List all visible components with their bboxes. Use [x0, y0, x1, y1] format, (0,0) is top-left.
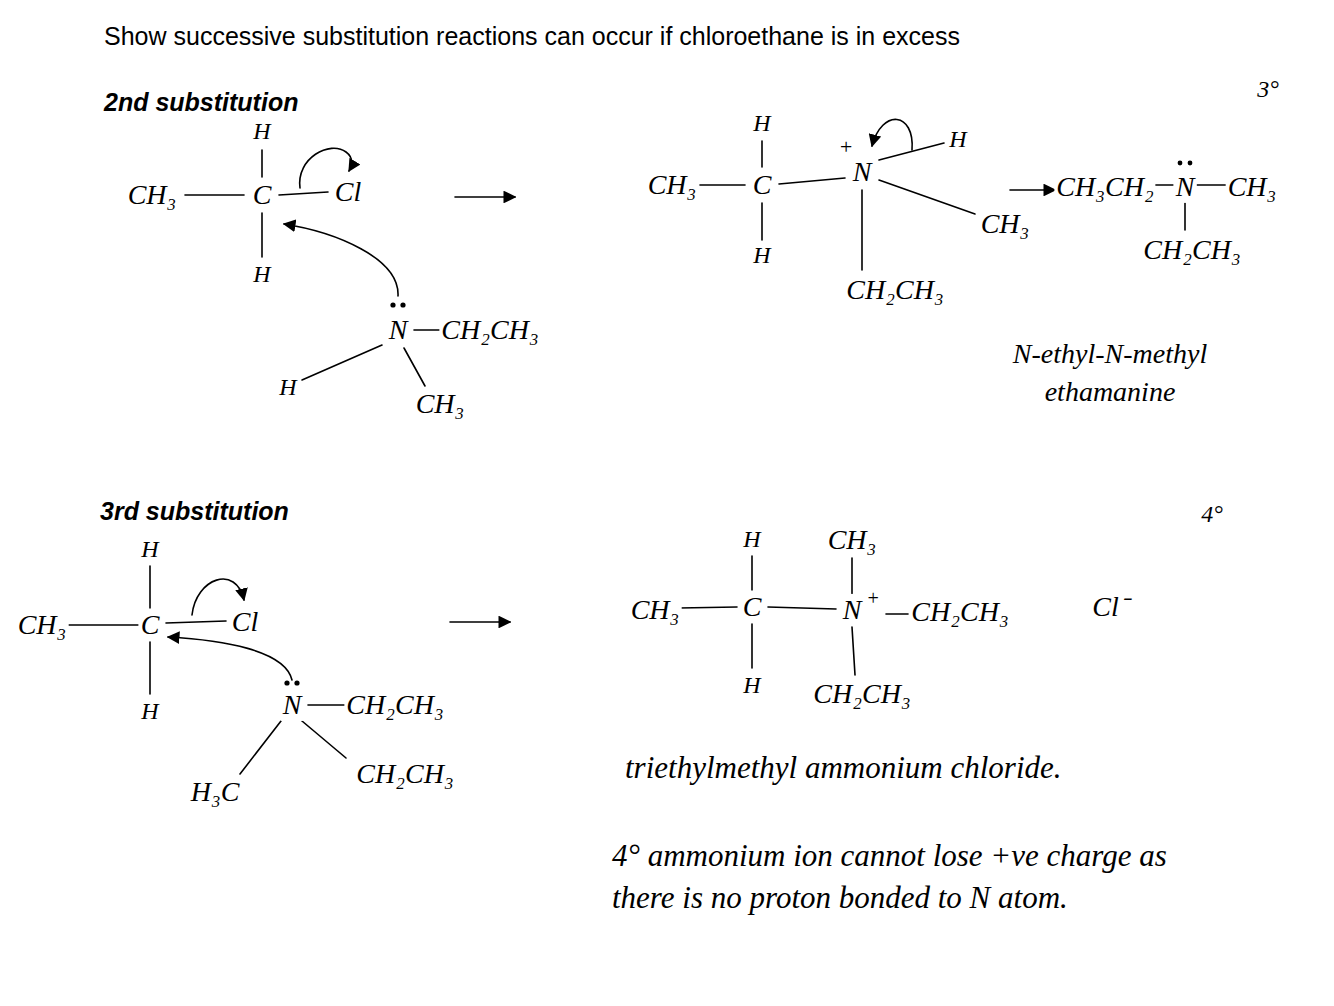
- bond: [261, 150, 263, 177]
- atom-label: H: [139, 536, 160, 564]
- atom-label: N: [851, 156, 874, 188]
- reaction-arrow: [450, 621, 510, 623]
- atom-label: C: [139, 609, 162, 641]
- bond: [852, 627, 855, 675]
- bond: [700, 184, 745, 186]
- bond: [761, 141, 763, 167]
- degree-label: 3°: [1255, 76, 1281, 104]
- lone-pair-dot: [1188, 161, 1193, 166]
- atom-label: H: [251, 118, 272, 146]
- bond: [1153, 184, 1173, 186]
- atom-label: H₃C: [189, 776, 242, 808]
- section-heading: 3rd substitution: [100, 497, 289, 526]
- atom-label: CH₃: [646, 169, 699, 201]
- bond: [1184, 201, 1186, 230]
- bond: [404, 348, 425, 386]
- atom-label: CH₂CH₃: [439, 314, 540, 346]
- lone-pair-dot: [400, 302, 405, 307]
- atom-label: CH₃: [126, 179, 179, 211]
- bond: [751, 556, 753, 590]
- bond: [302, 721, 346, 758]
- bond: [861, 190, 863, 270]
- bond: [166, 621, 226, 623]
- atom-label: N: [1174, 171, 1197, 203]
- atom-label: CH₃: [629, 594, 682, 626]
- lone-pair-dot: [294, 680, 299, 685]
- atom-label: N: [281, 689, 304, 721]
- atom-label: Cl: [333, 176, 363, 208]
- atom-label: CH₂CH₃: [354, 758, 455, 790]
- bond: [679, 607, 737, 608]
- atom-label: CH₂CH₃: [344, 689, 445, 721]
- bond: [1197, 184, 1226, 186]
- atom-label: Cl: [230, 606, 260, 638]
- bond: [240, 721, 281, 774]
- note-text: 4° ammonium ion cannot lose +ve charge a…: [612, 835, 1232, 919]
- atom-label: H: [947, 126, 968, 154]
- bond: [308, 704, 346, 706]
- atom-label: N: [387, 314, 410, 346]
- curly-arrow: [284, 224, 398, 296]
- page-title: Show successive substitution reactions c…: [104, 22, 960, 51]
- bond: [761, 203, 763, 240]
- atom-label: CH₃CH₂: [1054, 171, 1155, 203]
- bond: [751, 624, 753, 668]
- bond: [879, 180, 975, 214]
- atom-label: H: [251, 261, 272, 289]
- bond: [149, 642, 151, 694]
- lone-pair-dot: [390, 302, 395, 307]
- atom-label: C: [251, 179, 274, 211]
- atom-label: H: [741, 672, 762, 700]
- curly-arrow: [872, 119, 912, 150]
- bond: [414, 329, 440, 331]
- atom-label: CH₂CH₃: [844, 274, 945, 306]
- bond: [261, 213, 263, 257]
- atom-label: CH₂CH₃: [811, 678, 912, 710]
- bond: [302, 345, 382, 380]
- atom-label: H: [277, 374, 298, 402]
- lone-pair-dot: [284, 680, 289, 685]
- atom-label: H: [751, 110, 772, 138]
- compound-name: triethylmethyl ammonium chloride.: [625, 750, 1062, 786]
- reaction-arrow: [455, 196, 515, 198]
- bond: [851, 558, 853, 594]
- atom-label: H: [751, 242, 772, 270]
- atom-label: CH₃: [16, 609, 69, 641]
- atom-label: H: [741, 526, 762, 554]
- degree-label: 4°: [1199, 501, 1225, 529]
- charge-sign: +: [864, 587, 882, 610]
- curly-arrow: [168, 637, 292, 680]
- atom-label: Cl⁻: [1090, 591, 1129, 623]
- atom-label: H: [139, 698, 160, 726]
- atom-label: CH₃: [414, 388, 467, 420]
- compound-name: N-ethyl-N-methyl ethamanine: [965, 335, 1255, 411]
- bond: [279, 192, 328, 195]
- atom-label: CH₃: [1226, 171, 1279, 203]
- atom-label: CH₃: [826, 524, 879, 556]
- bond: [768, 607, 836, 609]
- bond: [66, 624, 138, 626]
- reaction-arrow: [1010, 189, 1055, 191]
- atom-label: CH₂CH₃: [909, 596, 1010, 628]
- atom-label: N: [841, 594, 864, 626]
- bond: [886, 613, 908, 615]
- atom-label: CH₂CH₃: [1141, 234, 1242, 266]
- atom-label: C: [741, 591, 764, 623]
- section-heading: 2nd substitution: [104, 88, 298, 117]
- bond: [149, 566, 151, 608]
- bond: [779, 178, 845, 184]
- lone-pair-dot: [1178, 161, 1183, 166]
- atom-label: C: [751, 169, 774, 201]
- atom-label: CH₃: [979, 208, 1032, 240]
- bond: [185, 194, 244, 196]
